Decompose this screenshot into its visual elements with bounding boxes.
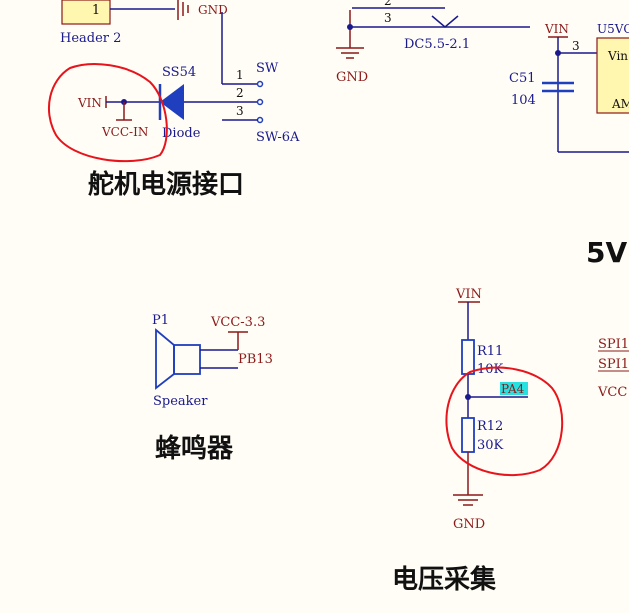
reg-ref: U5VC: [597, 22, 629, 36]
pa4-net-label: PA4: [501, 382, 525, 396]
spi1-label-b: SPI1: [598, 357, 629, 372]
buzzer-section-title: 蜂鸣器: [155, 433, 234, 464]
spi-vcc-label: VCC: [597, 385, 627, 400]
reg-section-title: 5V: [586, 236, 627, 269]
dc-jack-section: 2 3 GND DC5.5-2.1: [336, 0, 530, 85]
voltage-section-title: 电压采集: [392, 564, 497, 595]
dc-gnd-symbol: [336, 47, 364, 59]
dc-pin3: 3: [384, 11, 392, 25]
servo-power-section: 1 Header 2 GND VIN VCC-IN SS54 Diode SW …: [48, 0, 300, 200]
speaker-name: Speaker: [153, 394, 208, 409]
switch-pin2: 2: [236, 86, 244, 100]
header-pin-number: 1: [92, 3, 100, 18]
reg-am-label: AM: [611, 97, 629, 111]
regulator-body: [596, 37, 629, 114]
r12-ref: R12: [477, 419, 503, 434]
header-2-connector: [61, 0, 111, 25]
spi-section: SPI1 SPI1 VCC: [597, 337, 629, 400]
speaker-vcc-label: VCC-3.3: [210, 315, 265, 330]
r11-resistor: [461, 339, 475, 375]
speaker-cone: [155, 328, 175, 390]
dc-jack-name: DC5.5-2.1: [404, 37, 470, 52]
reg-vin-label: VIN: [544, 22, 569, 36]
speaker-body: [173, 344, 201, 375]
regulator-section: VIN 3 U5VC Vin AM C51 104 5V: [509, 22, 629, 269]
dc-jack-contact: [431, 15, 459, 28]
reg-pin-number: 3: [572, 39, 580, 53]
cap-ref: C51: [509, 71, 536, 86]
dc-junction-dot: [347, 24, 353, 30]
vs-gnd-symbol: [453, 494, 483, 506]
diode-ref: SS54: [162, 65, 196, 80]
spi1-label-a: SPI1: [598, 337, 629, 352]
switch-ref: SW: [256, 61, 279, 76]
switch-type: SW-6A: [256, 130, 300, 145]
gnd-symbol-top: [177, 0, 189, 20]
diode-symbol: [160, 84, 184, 120]
r12-resistor: [461, 417, 475, 453]
switch-pin1: 1: [236, 68, 244, 82]
vs-gnd-label: GND: [453, 517, 485, 532]
servo-section-title: 舵机电源接口: [88, 169, 244, 200]
switch-terminal-2: [256, 98, 264, 106]
switch-pin3: 3: [236, 104, 244, 118]
annotation-circle-voltage: [445, 366, 564, 477]
cap-value: 104: [511, 93, 536, 108]
vcc-in-label: VCC-IN: [101, 125, 148, 139]
r12-value: 30K: [477, 438, 504, 453]
gnd-label-top: GND: [198, 3, 228, 17]
reg-vin-pin: Vin: [607, 49, 628, 63]
r11-ref: R11: [477, 344, 503, 359]
speaker-net-label: PB13: [238, 352, 273, 367]
dc-pin2: 2: [384, 0, 392, 8]
vin-label-servo: VIN: [77, 96, 102, 110]
switch-terminal-1: [256, 80, 264, 88]
pa4-highlight: [500, 382, 528, 395]
annotation-circle-servo: [48, 63, 168, 163]
dc-gnd-label: GND: [336, 70, 368, 85]
buzzer-section: P1 VCC-3.3 PB13 Speaker 蜂鸣器: [152, 313, 273, 464]
vs-vin-label: VIN: [455, 287, 482, 302]
header-2-label: Header 2: [60, 31, 121, 46]
diode-type: Diode: [162, 126, 201, 141]
switch-terminal-3: [256, 116, 264, 124]
r11-value: 10K: [477, 362, 504, 377]
speaker-ref: P1: [152, 313, 169, 328]
voltage-section: VIN R11 10K PA4 R12 30K GND 电压采集: [392, 287, 564, 595]
